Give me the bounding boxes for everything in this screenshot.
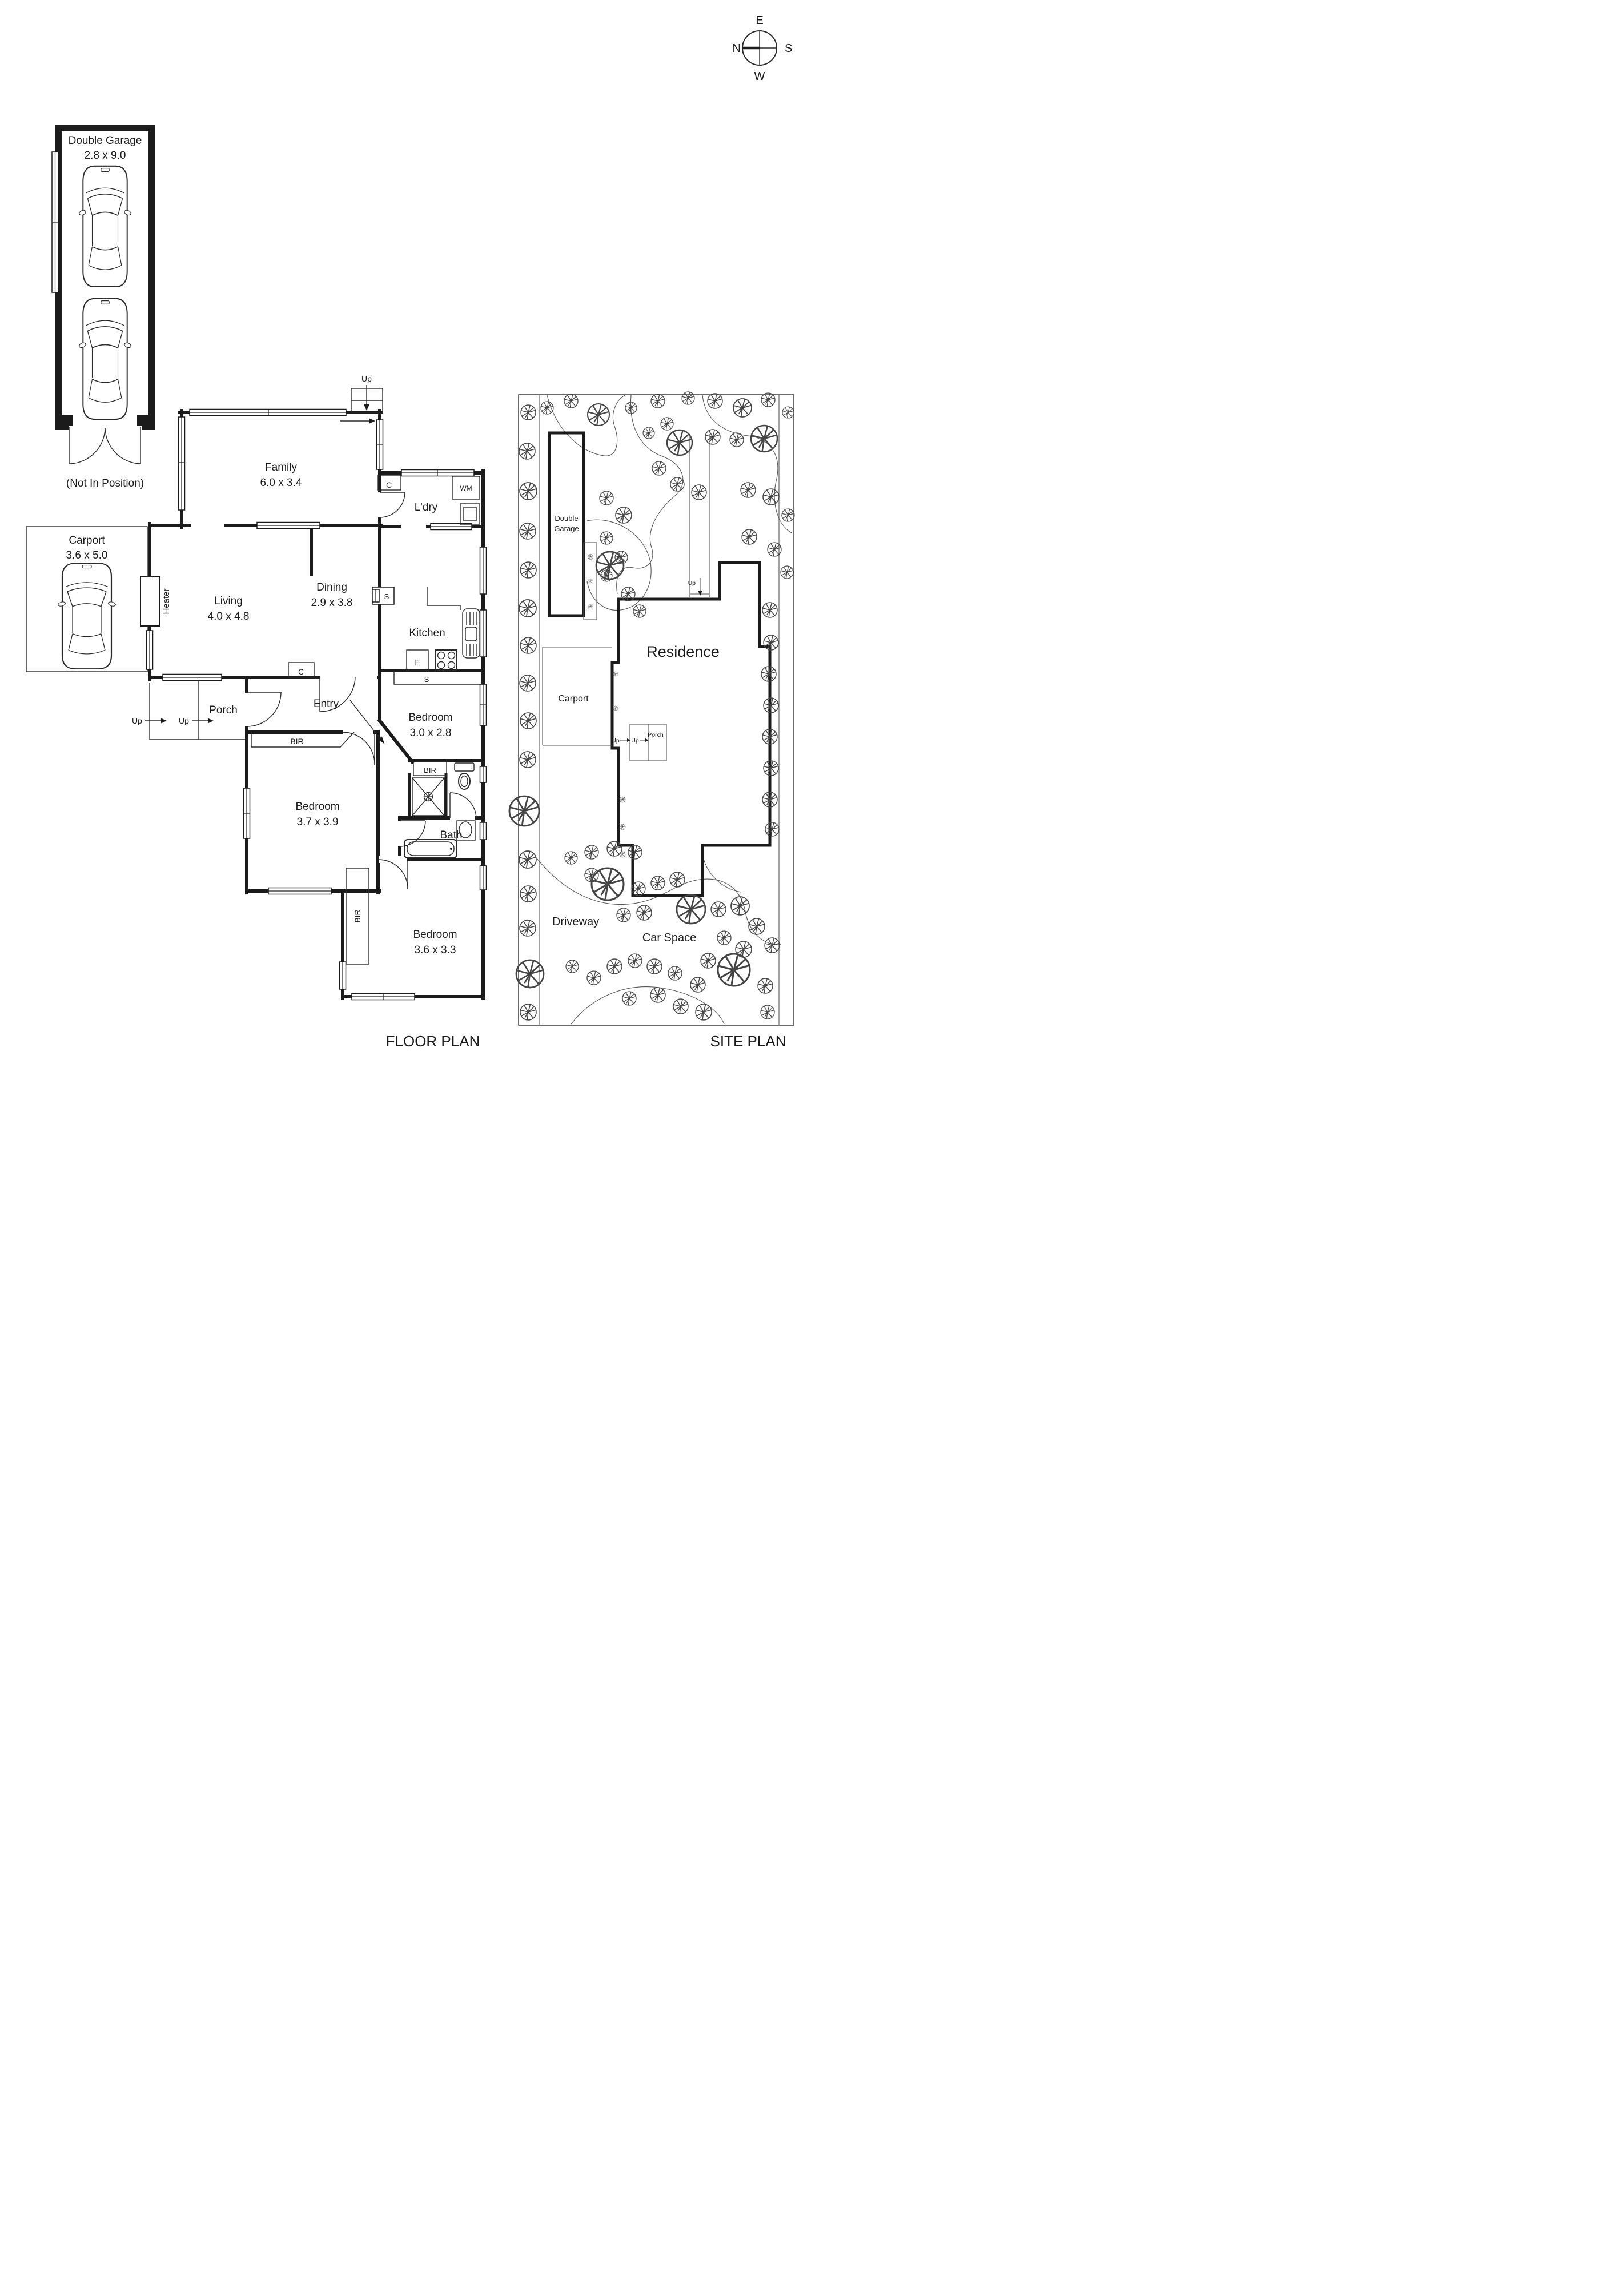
robe-label: BIR <box>424 766 436 774</box>
bedroom2-robe: BIR <box>251 732 355 748</box>
garage-dims: 2.8 x 9.0 <box>85 150 126 162</box>
compass-rose: E S W N <box>733 14 793 83</box>
site-plan-title: SITE PLAN <box>710 1033 786 1050</box>
living-label: Living <box>214 595 243 607</box>
room-labels: Family 6.0 x 3.4 L'dry Living 4.0 x 4.8 … <box>208 461 463 956</box>
bedroom1-label: Bedroom <box>408 712 452 724</box>
up-label: Up <box>179 716 189 725</box>
car-top-view <box>78 165 132 288</box>
floor-plan-title: FLOOR PLAN <box>386 1033 480 1050</box>
site-garage-label-1: Double <box>555 514 578 523</box>
up-label: Up <box>688 580 696 587</box>
plan-drawing: E S W N Double Garage 2.8 x 9.0 (Not In … <box>26 14 795 1050</box>
laundry-fixtures: C WM <box>377 475 480 525</box>
robe-label: BIR <box>290 737 303 746</box>
garage-label: Double Garage <box>69 135 142 147</box>
dining-store-box: S <box>372 587 395 605</box>
entry-cupboard: C <box>288 662 315 678</box>
windows <box>146 408 487 1001</box>
door-openings <box>191 492 475 863</box>
bedroom1-dims: 3.0 x 2.8 <box>410 727 452 739</box>
carport-label: Carport <box>69 535 105 547</box>
bath-fixtures <box>404 820 476 858</box>
up-label: Up <box>361 374 372 383</box>
dining-label: Dining <box>316 581 347 593</box>
family-dims: 6.0 x 3.4 <box>260 477 302 489</box>
fridge-label: F <box>415 658 420 668</box>
site-garage-label-2: Garage <box>554 524 579 533</box>
car-top-view <box>57 563 117 670</box>
garage-door-arc-left <box>69 428 106 464</box>
site-residence-outline <box>610 561 772 897</box>
living-dims: 4.0 x 4.8 <box>208 611 250 623</box>
site-porch-label: Porch <box>648 732 664 738</box>
car-top-view <box>78 298 132 420</box>
dining-dims: 2.9 x 3.8 <box>311 597 353 609</box>
cupboard-label: C <box>298 667 304 676</box>
heater-label: Heater <box>162 588 171 614</box>
garage-door-arc-right <box>105 428 141 464</box>
compass-east: E <box>756 14 763 27</box>
heater-unit: Heater <box>140 576 171 627</box>
site-residence-label: Residence <box>646 643 720 660</box>
bedroom3-dims: 3.6 x 3.3 <box>415 944 456 956</box>
entry-stair-top: Up <box>351 374 383 413</box>
carport-dims: 3.6 x 5.0 <box>66 549 108 561</box>
hall-arrow <box>349 700 385 744</box>
site-plan: Double Garage Up Residence Carport Porch… <box>508 391 795 1026</box>
compass-south: S <box>785 42 792 55</box>
floorplan-page: E S W N Double Garage 2.8 x 9.0 (Not In … <box>0 0 811 1148</box>
site-garage <box>548 431 585 617</box>
up-label: Up <box>132 716 142 725</box>
up-label: Up <box>612 737 620 744</box>
kitchen-fixtures: F S <box>393 587 483 685</box>
washing-machine-label: WM <box>460 484 472 492</box>
entry-flow-arrow <box>340 418 375 424</box>
compass-north: N <box>733 42 741 55</box>
double-garage-plan: Double Garage 2.8 x 9.0 (Not In Position… <box>51 125 155 489</box>
site-carport-label: Carport <box>558 694 589 704</box>
garage-window <box>51 151 59 293</box>
bedroom2-dims: 3.7 x 3.9 <box>297 816 339 828</box>
bedroom3-label: Bedroom <box>413 929 457 941</box>
robe-label: BIR <box>353 909 362 922</box>
site-driveway-label: Driveway <box>552 916 599 928</box>
porch-label: Porch <box>209 704 238 716</box>
shower-wc: BIR <box>412 761 475 816</box>
cupboard-label: C <box>386 480 392 489</box>
entry-label: Entry <box>314 698 339 710</box>
compass-west: W <box>754 70 765 83</box>
store-label: S <box>384 592 389 601</box>
bedroom3-robe: BIR <box>346 868 369 965</box>
bath-label: Bath <box>440 829 462 841</box>
site-carspace-label: Car Space <box>642 932 697 944</box>
family-label: Family <box>265 461 297 473</box>
bedroom2-label: Bedroom <box>295 801 339 813</box>
sink-label: S <box>424 675 429 684</box>
kitchen-label: Kitchen <box>409 627 445 639</box>
up-label: Up <box>631 737 639 744</box>
garage-note: (Not In Position) <box>66 477 144 489</box>
laundry-label: L'dry <box>415 501 438 513</box>
porch-plan: Porch Up Up <box>132 680 247 740</box>
carport-plan: Carport 3.6 x 5.0 <box>26 526 148 672</box>
